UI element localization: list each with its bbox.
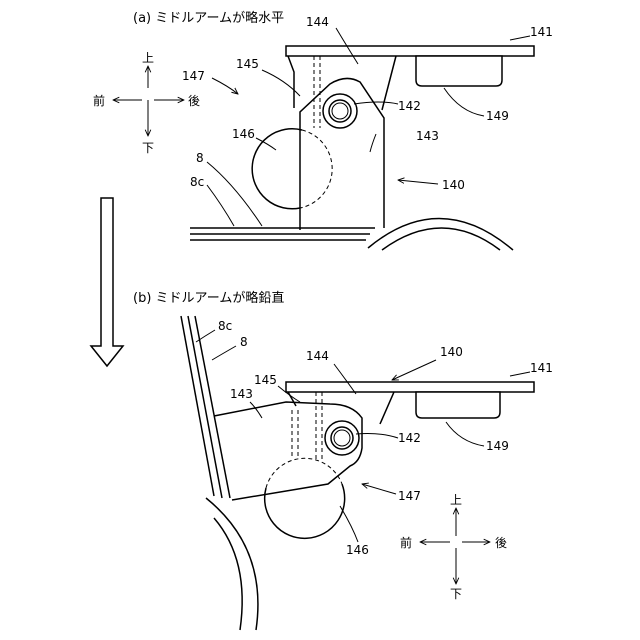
label-144: 144 [306,15,329,29]
panel-a-bracket-144-left [288,56,294,108]
label-8c: 8c [190,175,204,189]
panel-b-plate-141 [286,382,534,392]
label-140: 140 [442,178,465,192]
panel-b-frame-8 [181,316,230,498]
panel-a-frame-8 [190,228,375,240]
label-146: 146 [232,127,255,141]
label-8: 8 [240,335,248,349]
panel-b-bracket-144-right [380,392,394,424]
panel-a-roller-hidden [300,130,332,208]
panel-b: (b) ミドルアームが略鉛直 [133,290,553,630]
label-143: 143 [416,129,439,143]
label-145: 145 [254,373,277,387]
panel-b-direction-compass: 上 下 前 後 [400,493,507,601]
compass-down-label: 下 [142,141,154,155]
label-140: 140 [440,345,463,359]
label-147: 147 [182,69,205,83]
label-8: 8 [196,151,204,165]
label-145: 145 [236,57,259,71]
panel-b-pivot-142 [325,421,359,455]
label-149: 149 [486,439,509,453]
label-146: 146 [346,543,369,557]
compass-front-label: 前 [93,93,105,108]
compass-back-label: 後 [495,536,507,550]
panel-a: (a) ミドルアームが略水平 上 下 前 後 [93,10,553,250]
panel-a-block-149 [416,56,502,86]
label-143: 143 [230,387,253,401]
label-142: 142 [398,99,421,113]
panel-a-roller-146 [252,129,302,209]
label-142: 142 [398,431,421,445]
panel-a-pivot-142 [323,94,357,128]
compass-up-label: 上 [450,493,462,507]
panel-a-direction-compass: 上 下 前 後 [93,51,200,155]
label-144: 144 [306,349,329,363]
label-8c: 8c [218,319,232,333]
panel-b-block-149 [416,392,500,418]
compass-front-label: 前 [400,535,412,550]
label-141: 141 [530,361,553,375]
compass-back-label: 後 [188,94,200,108]
compass-up-label: 上 [142,51,154,65]
panel-b-caption: (b) ミドルアームが略鉛直 [133,290,284,306]
label-147: 147 [398,489,421,503]
label-141: 141 [530,25,553,39]
label-149: 149 [486,109,509,123]
panel-b-leader-lines [196,330,530,542]
panel-a-plate-141 [286,46,534,56]
panel-b-wheel [206,498,258,630]
transition-arrow [91,198,123,366]
panel-a-wheel [368,218,513,250]
compass-down-label: 下 [450,587,462,601]
panel-b-roller-hidden [266,458,342,488]
panel-a-caption: (a) ミドルアームが略水平 [133,10,284,26]
